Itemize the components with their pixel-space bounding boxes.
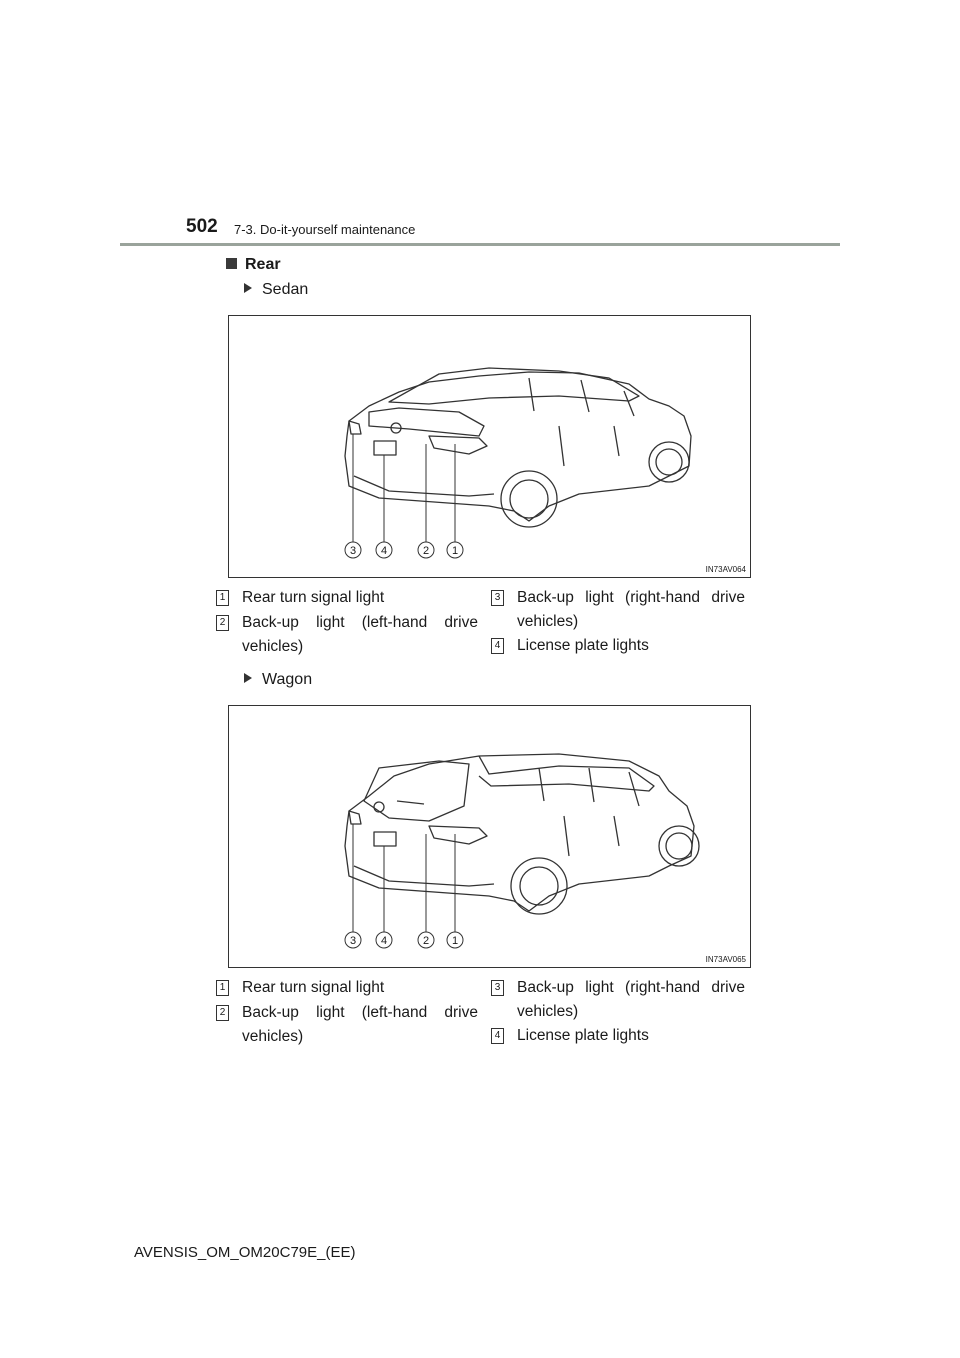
figure-sedan: 3 4 2 1 IN73AV064 <box>228 315 751 578</box>
legend-number: 1 <box>216 590 229 606</box>
triangle-bullet-icon <box>244 673 252 683</box>
page-number: 502 <box>186 216 218 237</box>
subtitle-sedan: Sedan <box>244 281 308 299</box>
square-bullet-icon <box>226 258 237 269</box>
section-title: Rear <box>245 256 281 273</box>
legend-text: License plate lights <box>517 637 649 654</box>
subtitle-text: Wagon <box>262 671 313 688</box>
callout-label: 2 <box>423 935 429 947</box>
callout-label: 3 <box>350 545 356 557</box>
section-heading: Rear <box>226 256 281 274</box>
callout-label: 4 <box>381 935 387 947</box>
legend-text: License plate lights <box>517 1027 649 1044</box>
document-id: AVENSIS_OM_OM20C79E_(EE) <box>134 1244 356 1261</box>
legend-text: Back-up light (left-hand drive vehicles) <box>242 1004 478 1045</box>
header-rule <box>120 243 840 246</box>
callout-1 <box>446 541 464 559</box>
image-code: IN73AV065 <box>705 955 746 964</box>
legend-number: 2 <box>216 1005 229 1021</box>
legend-number: 4 <box>491 638 504 654</box>
wagon-rear-illustration: 3 4 2 1 <box>344 753 700 949</box>
legend-text: Rear turn signal light <box>242 589 385 606</box>
legend-number: 4 <box>491 1028 504 1044</box>
triangle-bullet-icon <box>244 283 252 293</box>
legend-text: Back-up light (left-hand drive vehicles) <box>242 614 478 655</box>
callout-label: 3 <box>350 935 356 947</box>
image-code: IN73AV064 <box>705 565 746 574</box>
legend-number: 1 <box>216 980 229 996</box>
callout-label: 1 <box>452 935 458 947</box>
callout-4 <box>375 541 393 559</box>
subtitle-text: Sedan <box>262 281 309 298</box>
legend-text: Back-up light (right-hand drive vehicles… <box>517 979 745 1020</box>
callout-label: 2 <box>423 545 429 557</box>
callout-2 <box>417 541 435 559</box>
chapter-title: 7-3. Do-it-yourself maintenance <box>234 222 416 237</box>
subtitle-wagon: Wagon <box>244 671 312 689</box>
callout-label: 1 <box>452 545 458 557</box>
figure-wagon: 3 4 2 1 IN73AV065 <box>228 705 751 968</box>
callout-3 <box>344 541 362 559</box>
sedan-rear-illustration: 3 4 2 1 <box>344 367 692 559</box>
legend-number: 2 <box>216 615 229 631</box>
callout-label: 4 <box>381 545 387 557</box>
legend-text: Rear turn signal light <box>242 979 385 996</box>
legend-text: Back-up light (right-hand drive vehicles… <box>517 589 745 630</box>
legend-number: 3 <box>491 590 504 606</box>
legend-number: 3 <box>491 980 504 996</box>
